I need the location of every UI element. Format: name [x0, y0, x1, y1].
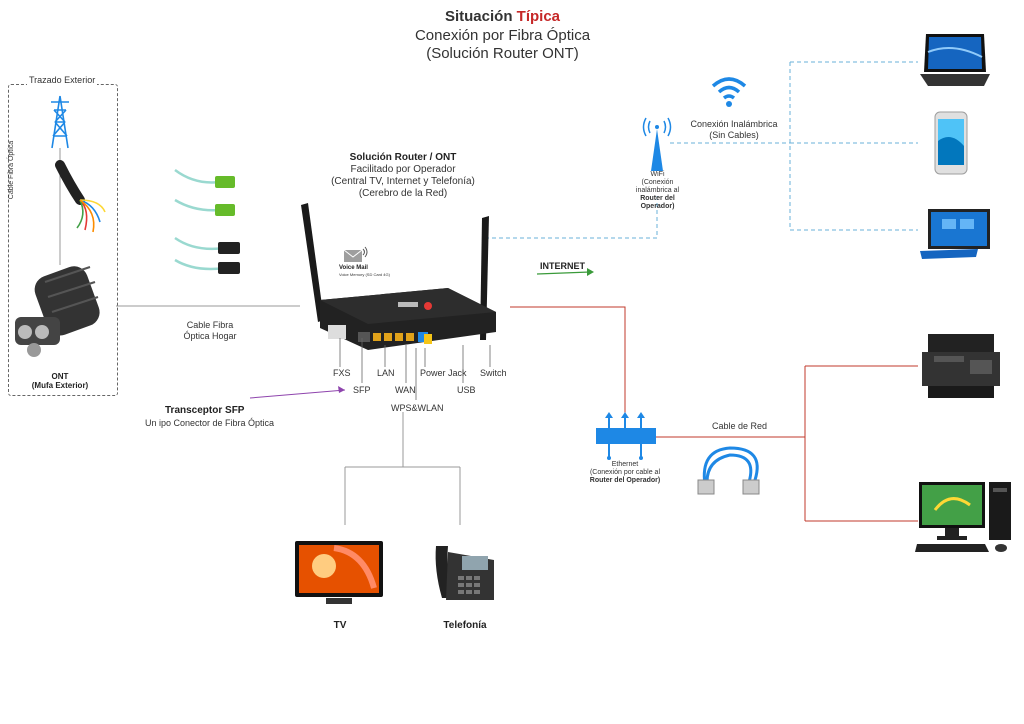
diagram-subtitle-line2: Conexión por Fibra Óptica: [414, 27, 591, 44]
home-cable-label-2: Óptica Hogar: [183, 331, 237, 341]
exterior-heading: Trazado Exterior: [27, 75, 98, 85]
ethernet-sub-1: (Conexión por cable al: [589, 469, 661, 476]
tablet-icon: [920, 209, 990, 259]
wifi-label: WiFi: [650, 171, 665, 178]
desktop-pc-icon: [915, 482, 1011, 552]
wifi-antenna-icon: [642, 117, 672, 171]
wifi-sub-2: inalámbrica al: [635, 187, 680, 194]
voicemail-label: Voice Mail: [339, 265, 368, 271]
wireless-label-1: Conexión Inalámbrica: [690, 119, 778, 129]
router-line2: Facilitado por Operador: [350, 164, 456, 175]
port-wan: WAN: [395, 385, 416, 395]
port-switch: Switch: [480, 368, 507, 378]
tv-icon: [295, 541, 383, 604]
home-cable-label-1: Cable Fibra: [186, 320, 234, 330]
ethernet-label: Ethernet: [611, 461, 639, 468]
ethernet-sub-2: Router del Operador): [589, 477, 661, 484]
voicemail-sub-label: Voice Memory (SD Card 4G): [339, 272, 390, 277]
port-lan: LAN: [377, 368, 395, 378]
patch-cords-icon: [174, 168, 240, 274]
diagram-title: Situación Típica: [444, 8, 561, 25]
router-line3: (Central TV, Internet y Telefonía): [331, 176, 475, 187]
port-power-jack: Power Jack: [420, 368, 467, 378]
laptop-icon: [920, 34, 990, 86]
ont-mufa-icon: [15, 266, 100, 357]
ethernet-switch-icon: [596, 412, 656, 460]
phone-label: Telefonía: [443, 620, 487, 631]
fiber-cable-icon: [55, 160, 106, 233]
tower-icon: [51, 95, 69, 149]
sfp-sub: Un ipo Conector de Fibra Óptica: [145, 418, 275, 428]
wifi-sub-4: Operador): [640, 203, 675, 210]
sfp-title: Transceptor SFP: [165, 405, 245, 416]
port-usb: USB: [457, 385, 476, 395]
desk-phone-icon: [435, 546, 494, 600]
diagram-subtitle-line3: (Solución Router ONT): [426, 45, 579, 62]
port-wps-wlan: WPS&WLAN: [391, 403, 444, 413]
ont-label: ONT: [51, 372, 69, 381]
wifi-symbol-icon: [711, 77, 747, 107]
network-cable-label: Cable de Red: [712, 421, 768, 431]
router-icon: [301, 203, 496, 350]
wifi-sub-3: Router del: [640, 195, 675, 202]
voicemail-icon: [343, 246, 368, 262]
router-line4: (Cerebro de la Red): [358, 188, 448, 199]
port-fxs: FXS: [333, 368, 351, 378]
wireless-label-2: (Sin Cables): [709, 130, 759, 140]
tv-label: TV: [333, 620, 347, 631]
smartphone-icon: [934, 111, 968, 175]
ont-sub-label: (Mufa Exterior): [31, 381, 89, 390]
network-cable-icon: [697, 446, 760, 495]
wifi-sub-1: (Conexión: [641, 179, 674, 186]
printer-icon: [922, 334, 1000, 398]
router-title: Solución Router / ONT: [349, 152, 457, 163]
internet-label: INTERNET: [540, 261, 585, 271]
port-sfp: SFP: [353, 385, 371, 395]
